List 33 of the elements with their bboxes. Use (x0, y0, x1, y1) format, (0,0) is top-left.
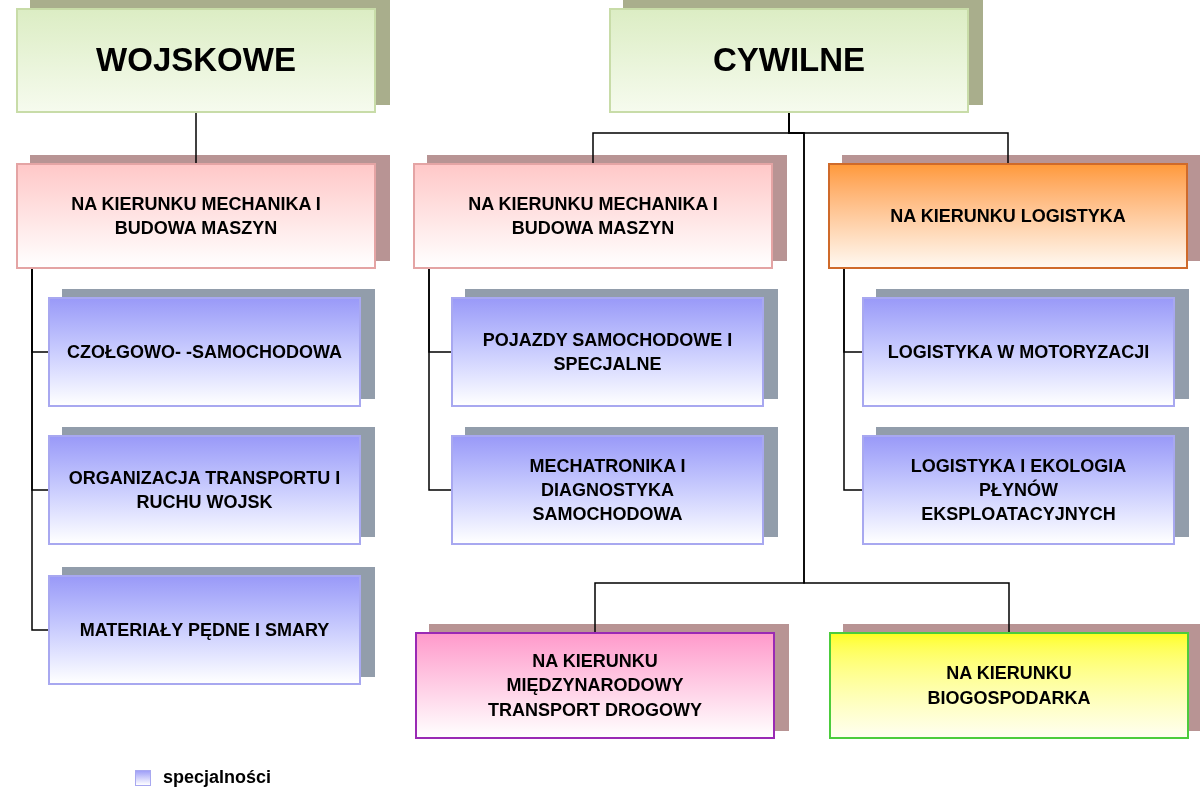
specialty-box (451, 435, 764, 545)
field-of-study-box (829, 632, 1189, 739)
node-label: ORGANIZACJA TRANSPORTU I RUCHU WOJSK (67, 466, 342, 514)
specialty-box (451, 297, 764, 407)
node-label: POJAZDY SAMOCHODOWE I SPECJALNE (481, 328, 734, 376)
connector-line (31, 268, 49, 631)
node-label: LOGISTYKA W MOTORYZACJI (886, 340, 1151, 364)
node-label: NA KIERUNKU MECHANIKA I BUDOWA MASZYN (70, 192, 322, 240)
node-label: NA KIERUNKU BIOGOSPODARKA (926, 662, 1092, 710)
node-label: LOGISTYKA I EKOLOGIA PŁYNÓW EKSPLOATACYJNYCH (909, 454, 1128, 527)
node-label: NA KIERUNKU MIĘDZYNARODOWY TRANSPORT DROGOWY (487, 650, 703, 722)
connector-line (843, 268, 863, 491)
category-box (609, 8, 969, 113)
category-box (16, 8, 376, 113)
connector-line (195, 112, 197, 164)
field-of-study-box (16, 163, 376, 269)
node-label: WOJSKOWE (95, 40, 297, 81)
node-label: CZOŁGOWO- -SAMOCHODOWA (66, 340, 343, 364)
field-of-study-box (415, 632, 775, 739)
node-label: MECHATRONIKA I DIAGNOSTYKA SAMOCHODOWA (528, 454, 687, 527)
node-label: MATERIAŁY PĘDNE I SMARY (78, 618, 331, 642)
field-of-study-box (828, 163, 1188, 269)
specialty-box (862, 297, 1175, 407)
field-of-study-box (413, 163, 773, 269)
node-label: NA KIERUNKU MECHANIKA I BUDOWA MASZYN (467, 192, 719, 240)
specialty-box (48, 575, 361, 685)
connector-line (428, 268, 452, 491)
specialty-box (48, 297, 361, 407)
specialty-box (862, 435, 1175, 545)
specialty-box (48, 435, 361, 545)
node-label: CYWILNE (711, 40, 867, 81)
node-label: NA KIERUNKU LOGISTYKA (889, 204, 1127, 228)
legend-label: specjalności (163, 766, 272, 789)
